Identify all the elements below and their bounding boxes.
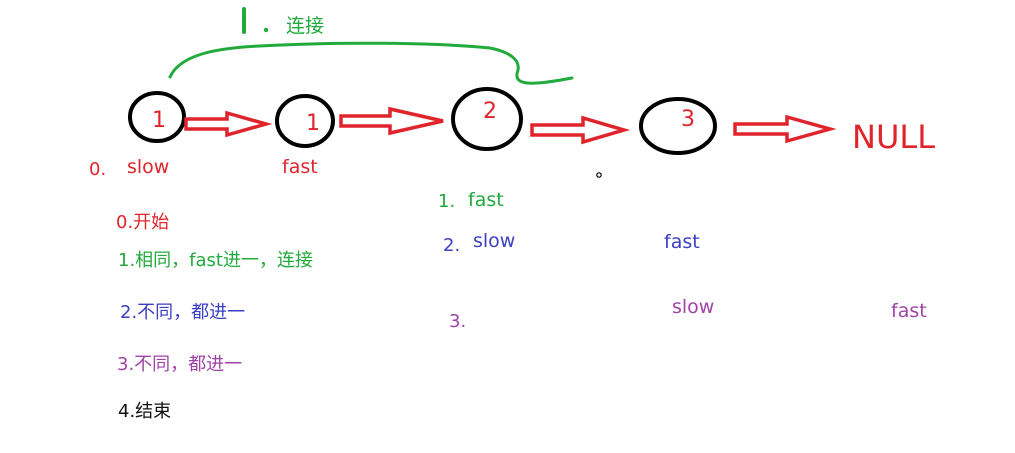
arrow-2 [339,106,444,136]
step-2: 2.不同，都进一 [120,302,245,323]
node-value: 1 [306,111,320,136]
row2-marker: 2. [443,235,460,256]
step-0: 0.开始 [116,212,169,233]
row3-marker: 3. [449,311,466,332]
arrow-1 [184,110,273,138]
connect-curve [168,41,574,85]
cursor-dot [596,172,602,178]
node-2: 1 [275,94,335,148]
step-4: 4.结束 [118,401,171,422]
row0-marker: 0. [89,159,106,180]
row3-fast: fast [891,300,927,322]
step-1: 1.相同，fast进一，连接 [118,250,313,271]
arrow-4 [733,114,837,144]
row3-slow: slow [672,296,714,318]
row1-fast: fast [468,189,504,211]
row2-fast: fast [664,231,700,253]
connect-label: 连接 [286,15,324,37]
null-label: NULL [852,118,935,156]
row2-slow: slow [473,230,515,252]
node-value: 1 [152,108,166,133]
node-value: 3 [681,107,695,132]
node-3: 2 [451,87,523,151]
row0-slow: slow [127,156,169,178]
row0-fast: fast [282,156,318,178]
node-4: 3 [639,97,717,155]
row1-marker: 1. [438,191,455,212]
node-1: 1 [128,91,186,143]
arrow-3 [530,115,631,145]
connect-mark-dot [263,27,269,33]
step-3: 3.不同，都进一 [117,354,242,375]
node-value: 2 [483,99,497,124]
